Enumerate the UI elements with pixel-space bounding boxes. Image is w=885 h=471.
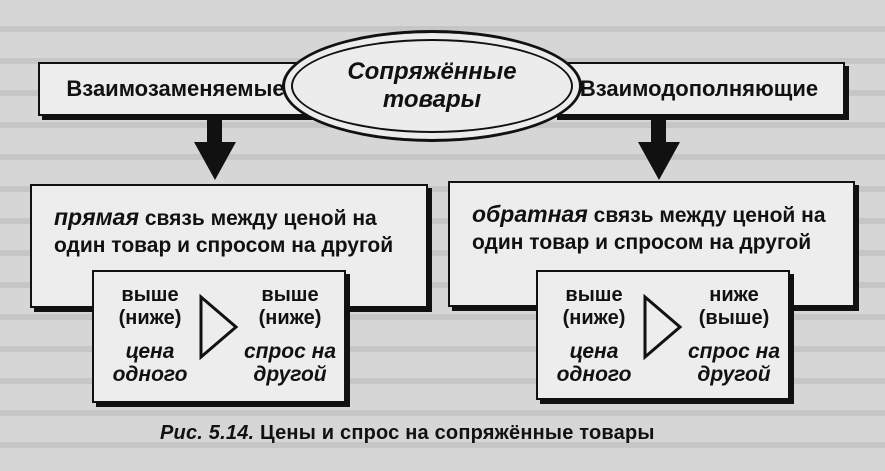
inverse-relation-detail: выше (ниже) цена одного ниже (выше) спро… (536, 270, 790, 400)
related-goods-oval: Сопряжённые товары (282, 30, 582, 142)
demand-change: выше (261, 284, 319, 306)
demand-change: ниже (709, 284, 759, 306)
price-column: выше (ниже) цена одного (100, 284, 200, 386)
direct-relation-detail: выше (ниже) цена одного выше (ниже) спро… (92, 270, 346, 403)
demand-label: спрос на (687, 340, 781, 363)
figure-title: Цены и спрос на сопряжённые товары (260, 422, 655, 444)
substitutes-header-label: Взаимозаменяемые (66, 76, 285, 101)
triangle-arrow-icon (199, 294, 239, 360)
price-label-2: одного (556, 363, 632, 386)
price-label: цена (569, 340, 619, 363)
price-change: выше (565, 284, 623, 306)
demand-change-alt: (ниже) (258, 307, 322, 329)
complements-header: Взаимодополняющие (553, 62, 845, 116)
figure-number: Рис. 5.14. (160, 422, 255, 444)
relation-emphasis: обратная (472, 201, 588, 227)
demand-column: выше (ниже) спрос на другой (240, 284, 340, 386)
price-change-alt: (ниже) (118, 307, 182, 329)
demand-column: ниже (выше) спрос на другой (684, 284, 784, 386)
oval-line-2: товары (382, 86, 482, 113)
down-arrow-icon (194, 116, 236, 180)
direct-relation-text: прямая связь между ценой на один товар и… (54, 204, 412, 259)
triangle-arrow-icon (643, 294, 683, 360)
direct-relation-panel: прямая связь между ценой на один товар и… (30, 184, 428, 308)
relation-emphasis: прямая (54, 204, 139, 230)
price-label: цена (125, 340, 175, 363)
complements-header-label: Взаимодополняющие (579, 76, 819, 101)
inverse-relation-text: обратная связь между ценой на один товар… (472, 201, 839, 256)
demand-label-2: другой (697, 363, 771, 386)
relation-description: связь между ценой на один товар и спросо… (472, 204, 826, 254)
demand-label: спрос на (243, 340, 337, 363)
down-arrow-icon (638, 116, 680, 180)
substitutes-header: Взаимозаменяемые (38, 62, 313, 116)
price-column: выше (ниже) цена одного (544, 284, 644, 386)
figure-caption: Рис. 5.14. Цены и спрос на сопряжённые т… (160, 422, 760, 445)
oval-line-1: Сопряжённые (347, 58, 517, 85)
price-change-alt: (ниже) (562, 307, 626, 329)
demand-change-alt: (выше) (698, 307, 770, 329)
price-change: выше (121, 284, 179, 306)
demand-label-2: другой (253, 363, 327, 386)
price-label-2: одного (112, 363, 188, 386)
relation-description: связь между ценой на один товар и спросо… (54, 207, 394, 257)
